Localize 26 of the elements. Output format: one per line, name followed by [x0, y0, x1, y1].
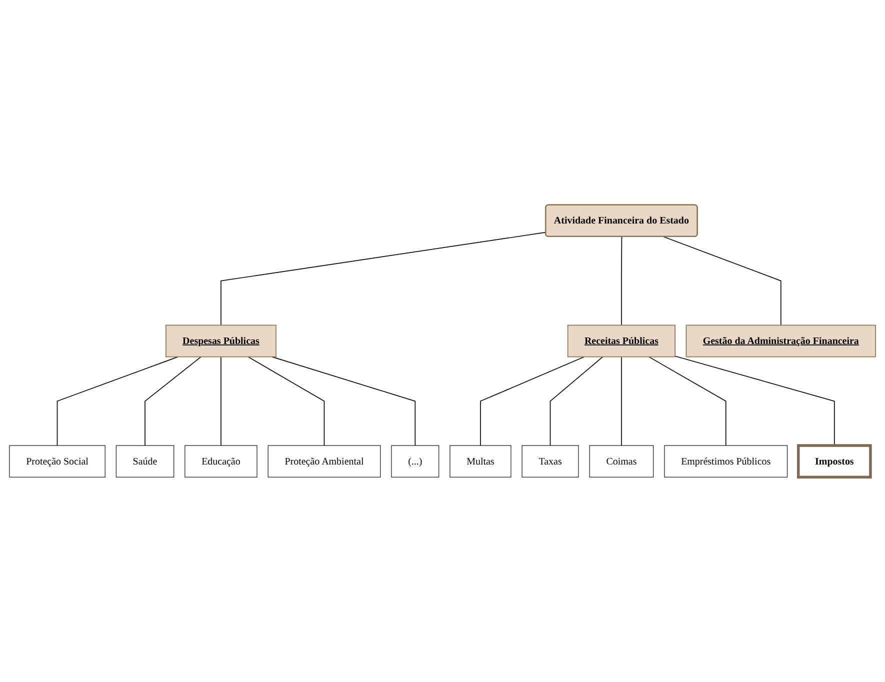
node-box: Gestão da Administração Financeira [686, 324, 876, 358]
connector [480, 356, 585, 446]
node-box: Taxas [522, 445, 579, 478]
node-box: Saúde [116, 445, 174, 478]
connector [621, 356, 622, 446]
node-box: Empréstimos Públicos [664, 445, 788, 478]
connector [220, 356, 222, 446]
connector [272, 356, 416, 446]
node-box: Impostos [796, 444, 872, 479]
node-box: Proteção Social [9, 445, 106, 478]
node-box: Receitas Públicas [567, 324, 676, 358]
connector [56, 356, 178, 446]
node-box: Coimas [589, 445, 654, 478]
node-box: Proteção Ambiental [268, 445, 381, 478]
node-box: Multas [450, 445, 512, 478]
node-box: (...) [391, 445, 440, 478]
connector [621, 236, 622, 326]
node-box: Despesas Públicas [166, 324, 276, 358]
connector [248, 356, 325, 446]
connector [550, 356, 604, 446]
connector [220, 232, 546, 326]
node-box: Educação [184, 445, 258, 478]
connector [648, 356, 726, 446]
connector [144, 356, 202, 446]
connector [674, 356, 835, 446]
connector [663, 236, 782, 326]
